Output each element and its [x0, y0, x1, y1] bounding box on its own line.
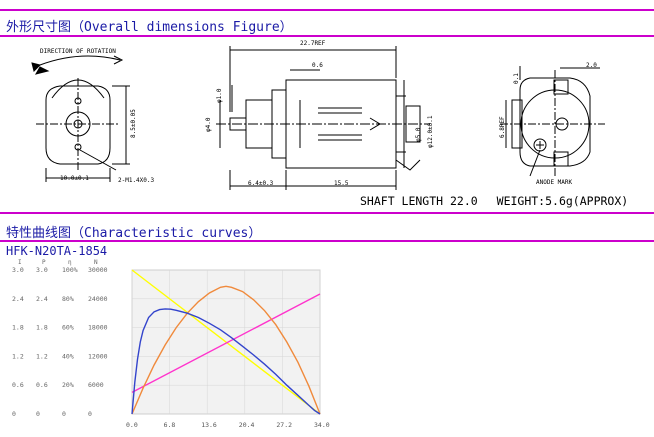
rear-view — [500, 66, 605, 177]
y-tick-label: 20% — [62, 381, 74, 389]
dim-64: 6.4±0.3 — [248, 180, 274, 187]
y-tick-label: 2.4 — [36, 295, 48, 303]
rotation-arrow — [39, 55, 121, 66]
rear-view-body — [519, 77, 591, 167]
y-tick-label: 0.6 — [12, 381, 24, 389]
y-tick-label: 0.6 — [36, 381, 48, 389]
dim-total: 22.7REF — [300, 40, 326, 47]
dim-body-d: φ5.0 — [415, 127, 422, 142]
rule-under-curves-title — [0, 240, 654, 242]
dim-01: 0.1 — [513, 73, 520, 84]
dim-06: 0.6 — [312, 62, 323, 69]
y-tick-label: 2.4 — [12, 295, 24, 303]
y-tick-label: 1.8 — [36, 324, 48, 332]
dim-20: 2.0 — [586, 62, 597, 69]
weight: WEIGHT:5.6g(APPROX) — [496, 194, 629, 208]
y-tick-label: 3.0 — [12, 266, 24, 274]
anode-label: ANODE MARK — [536, 179, 573, 186]
dim-155: 15.5 — [334, 180, 349, 187]
y-tick-label: 0 — [36, 410, 40, 418]
y-tick-label: 1.2 — [12, 352, 24, 360]
model-number: HFK-N20TA-1854 — [6, 244, 108, 258]
dim-68ref: 6.8REF — [499, 116, 506, 138]
y-axis-header: N — [94, 259, 98, 266]
x-tick-label: 34.0 — [314, 421, 330, 429]
y-tick-label: 1.2 — [36, 352, 48, 360]
series-line-4 — [131, 308, 321, 415]
x-tick-label: 27.2 — [276, 421, 292, 429]
front-view-body — [45, 85, 111, 165]
y-tick-label: 80% — [62, 295, 74, 303]
y-tick-label: 0 — [12, 410, 16, 418]
series-line-3 — [131, 285, 321, 415]
y-tick-label: 1.8 — [12, 324, 24, 332]
y-tick-label: 12000 — [88, 352, 108, 360]
x-tick-label: 6.8 — [164, 421, 176, 429]
side-view — [216, 46, 430, 190]
rotation-label: DIRECTION OF ROTATION — [40, 48, 116, 55]
y-tick-label: 30000 — [88, 266, 108, 274]
y-axis-header: η — [68, 259, 72, 266]
y-tick-label: 100% — [62, 266, 78, 274]
dimension-drawing: DIRECTION OF ROTATION 10.0±0.1 2-M1.4X0.… — [31, 40, 605, 190]
shaft-length: SHAFT LENGTH 22.0 — [360, 194, 478, 208]
section-title-curves: 特性曲线图（Characteristic curves） — [6, 226, 262, 241]
front-view — [31, 55, 130, 182]
dim-screw: 2-M1.4X0.3 — [118, 177, 155, 184]
y-tick-label: 24000 — [88, 295, 108, 303]
y-tick-label: 3.0 — [36, 266, 48, 274]
dim-body-d2: φ12.0±0.1 — [427, 115, 434, 148]
x-tick-label: 13.6 — [201, 421, 217, 429]
y-tick-label: 6000 — [88, 381, 104, 389]
y-tick-label: 40% — [62, 352, 74, 360]
y-tick-label: 0 — [62, 410, 66, 418]
rule-under-dimensions-title — [0, 35, 654, 37]
dim-boss-d: φ4.0 — [205, 117, 212, 132]
y-tick-label: 0 — [88, 410, 92, 418]
y-tick-label: 18000 — [88, 324, 108, 332]
rule-above-curves-title — [0, 212, 654, 214]
dim-width: 10.0±0.1 — [60, 175, 89, 182]
series-line-1 — [131, 269, 321, 415]
series-line-2 — [131, 293, 321, 394]
dim-shaft-d: φ1.0 — [216, 88, 223, 103]
dim-height: 8.5±0.05 — [130, 109, 137, 138]
y-axis-header: I — [18, 259, 22, 266]
spec-line: SHAFT LENGTH 22.0 WEIGHT:5.6g(APPROX) — [360, 194, 640, 208]
x-tick-label: 20.4 — [239, 421, 255, 429]
y-tick-label: 60% — [62, 324, 74, 332]
x-tick-label: 0.0 — [126, 421, 138, 429]
top-rule — [0, 9, 654, 11]
y-axis-header: P — [42, 259, 46, 266]
section-title-dimensions: 外形尺寸图（Overall dimensions Figure） — [6, 20, 293, 35]
